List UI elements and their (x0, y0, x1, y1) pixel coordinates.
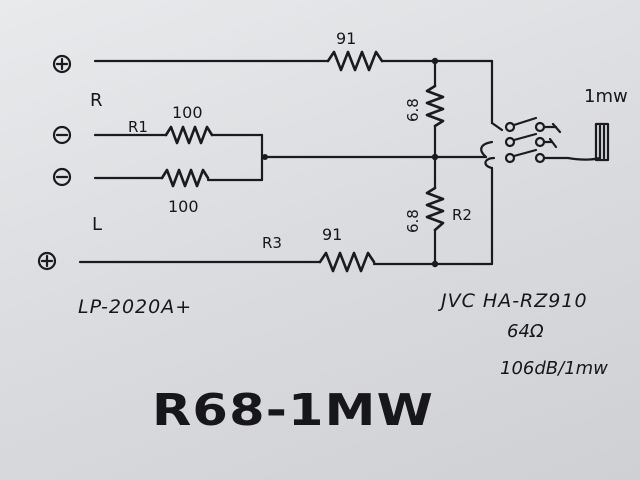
label-lower-shunt-value: 6.8 (404, 209, 422, 233)
title: R68-1MW (152, 385, 434, 436)
label-channel-r: R (90, 90, 103, 111)
label-output-power: 1mw (584, 86, 628, 107)
label-r1: R1 (128, 118, 148, 136)
headphone-model: JVC HA-RZ910 (437, 290, 588, 312)
resistor-upper-6-8 (425, 84, 445, 128)
label-r3: R3 (262, 234, 282, 252)
terminal-l-minus (52, 167, 72, 187)
wire-r-minus (93, 125, 264, 182)
resistor-r3-91 (318, 251, 376, 273)
wire-ground (262, 154, 488, 160)
resistor-r1-100 (164, 125, 214, 145)
label-bottom-series-value: 91 (322, 225, 342, 244)
label-r1-value: 100 (172, 103, 203, 122)
label-r2: R2 (452, 206, 472, 224)
terminal-r-plus (52, 54, 72, 74)
resistor-top-91 (326, 50, 384, 72)
label-upper-shunt-value: 6.8 (404, 98, 422, 122)
terminal-r-minus (52, 125, 72, 145)
shunt-branch (425, 57, 445, 268)
headphone-sensitivity: 106dB/1mw (500, 358, 608, 379)
label-channel-l: L (92, 214, 102, 235)
jack-contacts (480, 116, 602, 170)
label-l-series-value: 100 (168, 197, 199, 216)
resistor-l-100 (160, 168, 210, 188)
source-device: LP-2020A+ (78, 296, 192, 318)
terminal-l-plus (37, 251, 57, 271)
headphone-impedance: 64Ω (507, 321, 544, 342)
resistor-lower-6-8 (425, 186, 445, 232)
wire-l-minus (93, 168, 264, 188)
label-top-series-value: 91 (336, 29, 356, 48)
headphone-plug (594, 122, 610, 162)
